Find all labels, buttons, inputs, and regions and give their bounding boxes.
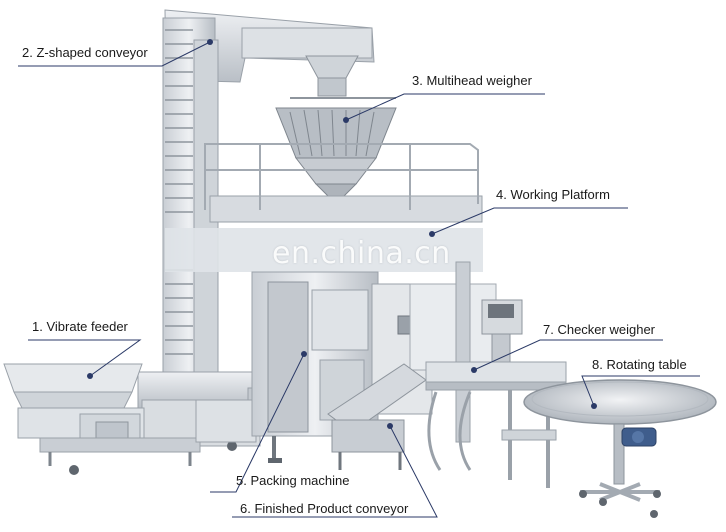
label-checker-weigher: 7. Checker weigher <box>543 322 655 337</box>
label-finished-product-conveyor: 6. Finished Product conveyor <box>240 501 409 516</box>
label-rotating-table: 8. Rotating table <box>592 357 687 372</box>
leader-line-platform <box>431 207 628 235</box>
finished-product-conveyor <box>327 363 427 470</box>
working-platform <box>165 143 483 272</box>
leader-line-packing <box>210 353 305 493</box>
label-multihead-weigher: 3. Multihead weigher <box>412 73 532 88</box>
leader-line-rotating <box>581 375 700 407</box>
vibrate-feeder <box>3 363 257 475</box>
leader-dots <box>87 39 597 429</box>
label-z-conveyor: 2. Z-shaped conveyor <box>22 45 148 60</box>
checker-weigher <box>425 299 567 488</box>
leader-line-z-conveyor <box>18 41 211 67</box>
leader-line-vibrate <box>28 339 142 377</box>
multihead-weigher <box>275 55 397 197</box>
watermark: en.china.cn <box>272 236 451 271</box>
label-working-platform: 4. Working Platform <box>496 187 610 202</box>
label-packing-machine: 5. Packing machine <box>236 473 350 488</box>
leader-line-finished <box>232 425 438 518</box>
leader-line-multihead <box>345 93 545 121</box>
rotating-table <box>523 379 717 518</box>
leader-lines <box>18 41 700 518</box>
leader-line-checker <box>473 339 663 371</box>
label-vibrate-feeder: 1. Vibrate feeder <box>32 319 128 334</box>
